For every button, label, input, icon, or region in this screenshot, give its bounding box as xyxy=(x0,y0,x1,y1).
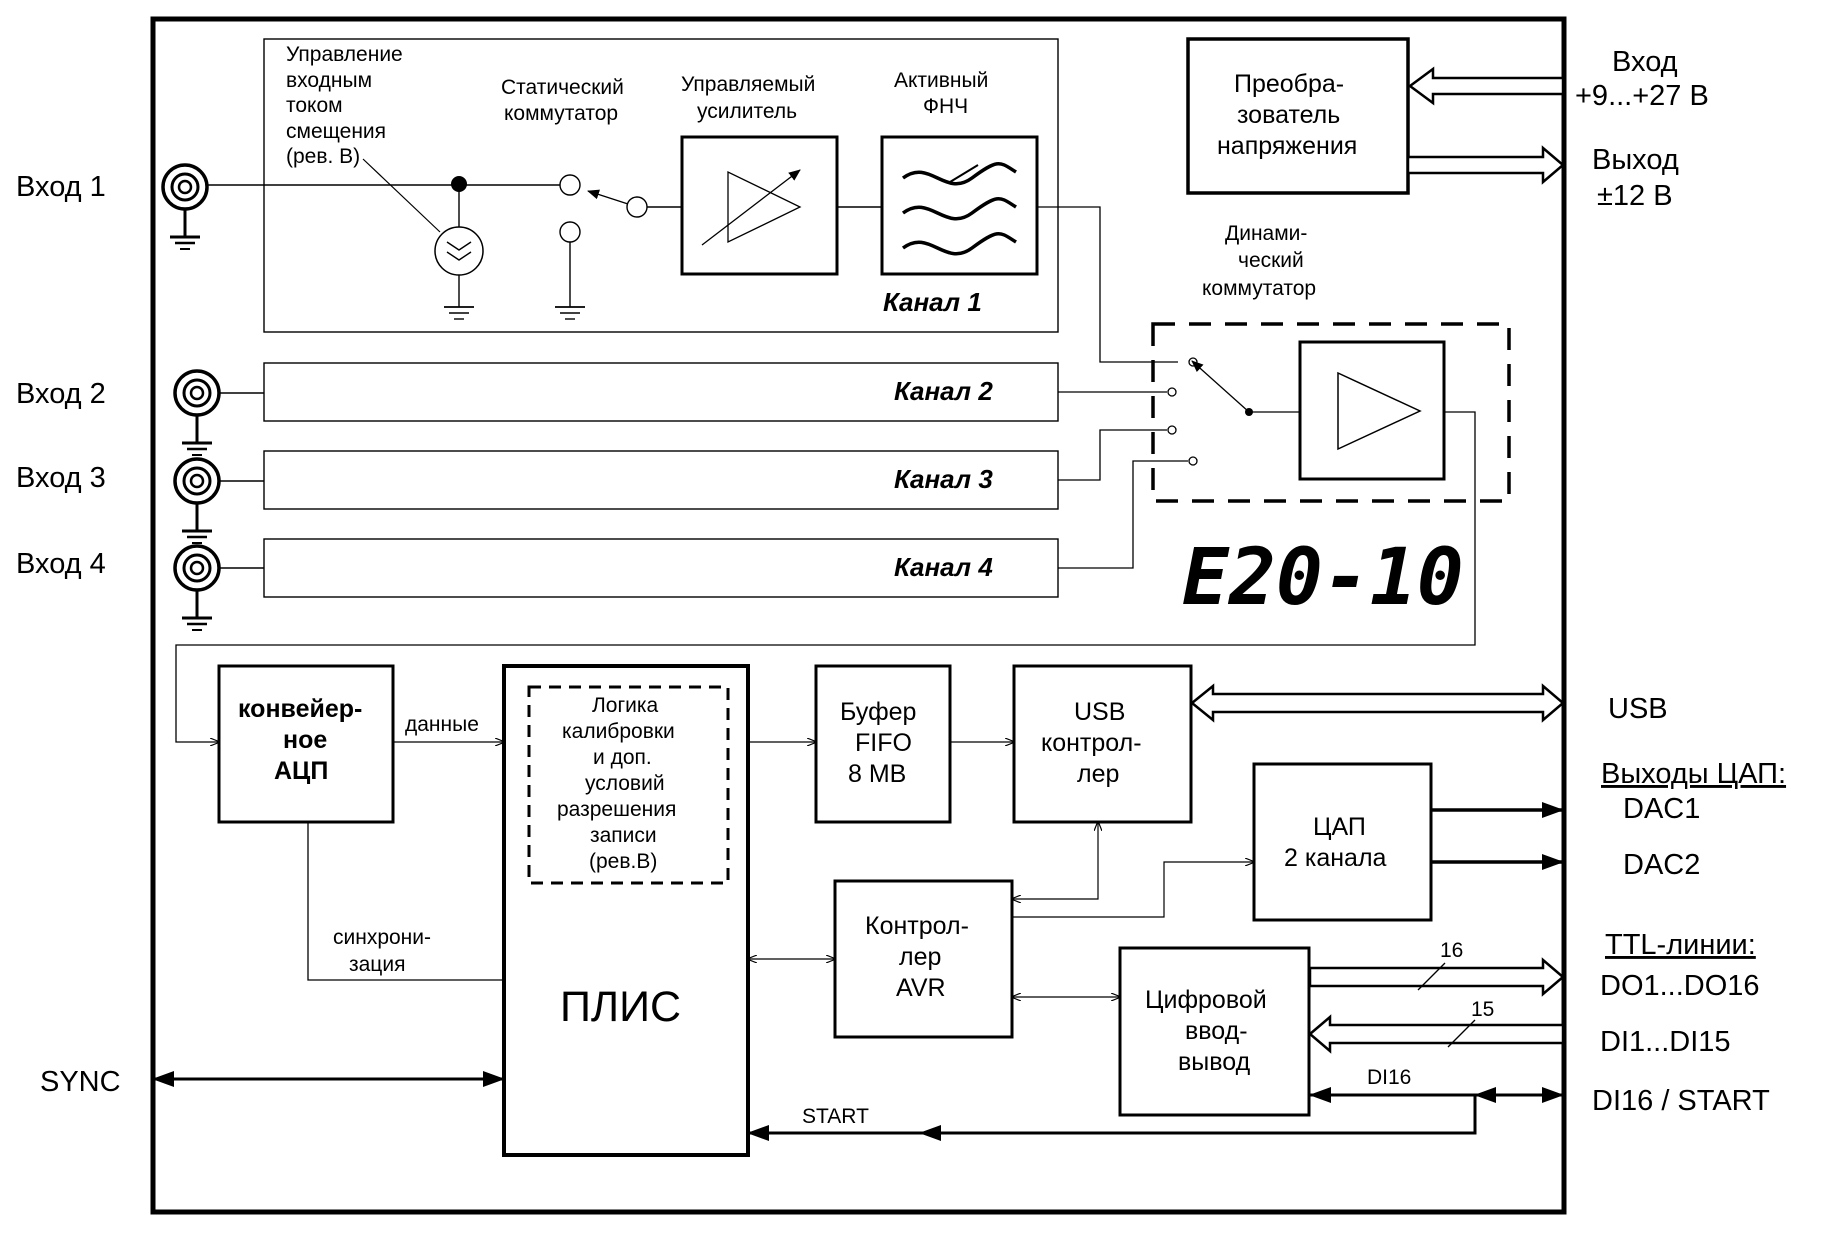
input-4-label: Вход 4 xyxy=(16,548,106,580)
di16-start-label: DI16 / START xyxy=(1592,1085,1770,1117)
digital-io-label: Цифровой ввод- вывод xyxy=(1145,986,1274,1076)
ground-icon xyxy=(443,306,475,320)
buffer-amplifier-block xyxy=(1298,340,1446,481)
calibration-logic-label: Логика калибровки и доп. условий разреше… xyxy=(557,694,682,873)
sync-label: SYNC xyxy=(40,1066,121,1098)
bnc-connector-icon xyxy=(173,544,221,632)
bnc-connector-icon xyxy=(173,369,221,457)
dynamic-switch-frame xyxy=(1151,322,1511,503)
dynamic-switch-label: Динами- ческий коммутатор xyxy=(1202,222,1316,300)
fifo-buffer-label: Буфер FIFO 8 MB xyxy=(840,698,923,788)
static-switch-icon xyxy=(559,174,648,307)
usb-bus-arrow-icon xyxy=(1190,683,1565,723)
adc-block xyxy=(217,664,395,824)
device-board xyxy=(150,16,1567,1215)
dac2-label: DAC2 xyxy=(1623,849,1700,881)
do-bus-width: 16 xyxy=(1440,939,1463,962)
channel-4-name: Канал 4 xyxy=(894,552,993,582)
fpga-label: ПЛИС xyxy=(560,983,681,1031)
voltage-converter-block xyxy=(1186,37,1410,195)
fpga-block xyxy=(502,664,750,1157)
power-output-label: Выход ±12 В xyxy=(1592,144,1687,212)
variable-amplifier-icon xyxy=(701,169,802,246)
usb-controller-block xyxy=(1012,664,1193,824)
dac1-label: DAC1 xyxy=(1623,793,1700,825)
amplifier-triangle-icon xyxy=(1337,371,1422,451)
current-source-icon xyxy=(434,226,484,276)
di-lines-label: DI1...DI15 xyxy=(1600,1026,1731,1058)
input-2-label: Вход 2 xyxy=(16,378,106,410)
dac-label: ЦАП 2 канала xyxy=(1284,813,1387,872)
static-switch-label: Статический коммутатор xyxy=(501,76,630,125)
channel-2-name: Канал 2 xyxy=(894,376,993,406)
ttl-lines-header: TTL-линии: xyxy=(1605,929,1756,961)
start-signal-label: START xyxy=(802,1105,869,1128)
device-logo: E20-10 xyxy=(1182,533,1464,623)
filter-label: Активный ФНЧ xyxy=(894,69,994,118)
sync-signal-label: синхрони- зация xyxy=(333,926,437,976)
di16-signal-label: DI16 xyxy=(1367,1066,1411,1089)
data-signal-label: данные xyxy=(405,713,479,736)
dynamic-switch-icon xyxy=(1167,357,1300,466)
amplifier-label: Управляемый усилитель xyxy=(681,73,821,123)
do-bus-arrow-icon xyxy=(1308,957,1565,997)
power-input-label: Вход +9...+27 В xyxy=(1575,46,1709,112)
power-output-arrow-icon xyxy=(1406,145,1565,185)
dac-outputs-header: Выходы ЦАП: xyxy=(1601,758,1786,790)
lowpass-filter-icon xyxy=(901,162,1017,256)
usb-controller-label: USB контрол- лер xyxy=(1041,698,1149,788)
bnc-connector-icon xyxy=(173,457,221,545)
bias-control-label: Управление входным током смещения (рев. … xyxy=(286,43,409,168)
input-3-label: Вход 3 xyxy=(16,462,106,494)
bnc-connector-icon xyxy=(161,163,209,251)
voltage-converter-label: Преобра- зователь напряжения xyxy=(1217,70,1357,160)
do-lines-label: DO1...DO16 xyxy=(1600,970,1760,1002)
usb-port-label: USB xyxy=(1608,693,1668,725)
calibration-logic-block xyxy=(527,685,730,885)
channel-1-name: Канал 1 xyxy=(883,287,982,317)
dac-block xyxy=(1252,762,1433,922)
ground-icon xyxy=(554,306,586,320)
amplifier-block xyxy=(680,135,839,276)
di-bus-width: 15 xyxy=(1471,998,1494,1021)
input-1-label: Вход 1 xyxy=(16,171,106,203)
digital-io-block xyxy=(1118,946,1311,1117)
avr-controller-label: Контрол- лер AVR xyxy=(865,912,976,1002)
channel-3-name: Канал 3 xyxy=(894,464,993,494)
di-bus-arrow-icon xyxy=(1308,1014,1565,1054)
fifo-buffer-block xyxy=(814,664,952,824)
adc-label: конвейер- ное АЦП xyxy=(238,695,369,785)
filter-block xyxy=(880,135,1039,276)
power-input-arrow-icon xyxy=(1407,66,1565,106)
